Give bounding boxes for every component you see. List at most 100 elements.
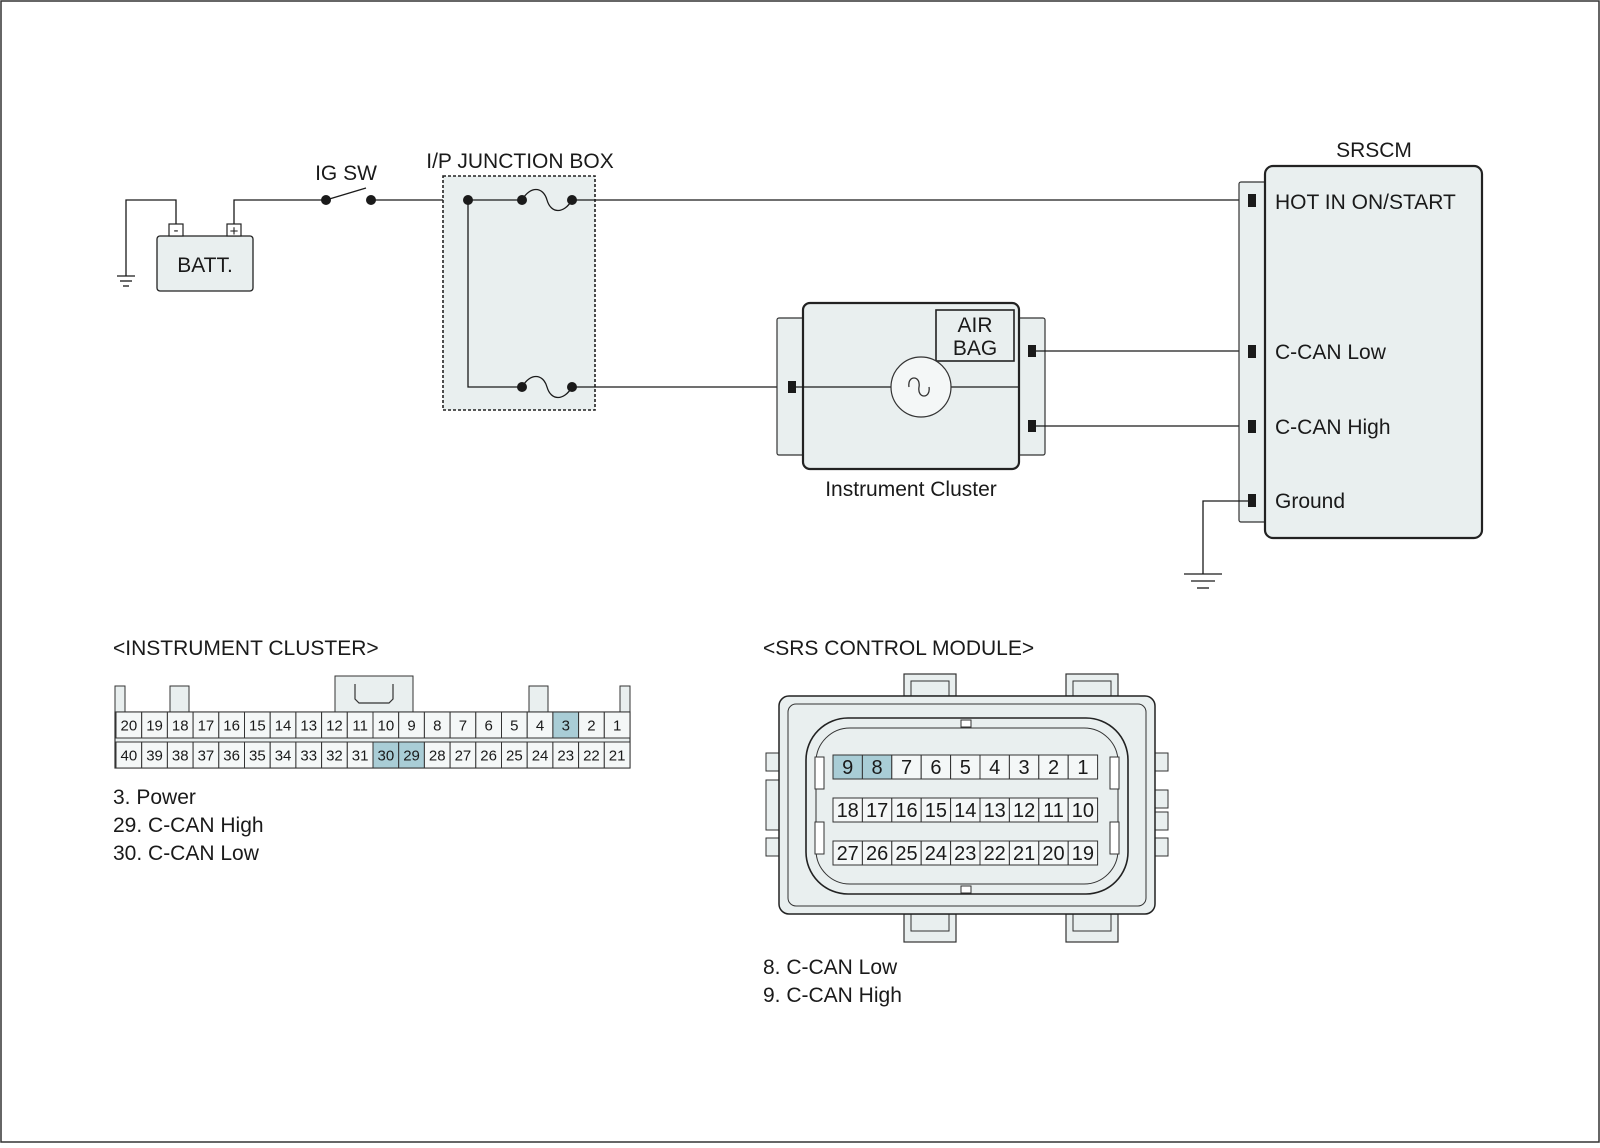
srs-pin-number: 7	[901, 757, 912, 779]
cluster-pin-number: 6	[484, 717, 492, 734]
srs-pin-number: 26	[866, 843, 888, 865]
cluster-pin-number: 11	[352, 717, 368, 734]
cluster-pin-cell	[372, 711, 400, 739]
srs-pin-cell	[950, 797, 981, 823]
srs-pin-number: 6	[930, 757, 941, 779]
cluster-pin-number: 38	[172, 747, 189, 764]
cluster-pin-cell	[603, 741, 631, 769]
cluster-pin-number: 28	[429, 747, 446, 764]
srscm-pin-c-can-low: C-CAN Low	[1275, 341, 1387, 364]
cluster-pin-number: 14	[275, 717, 292, 734]
cluster-pin-number: 1	[613, 717, 621, 734]
cluster-pin-cell	[398, 741, 425, 769]
cluster-pin-number: 30	[378, 747, 395, 764]
cluster-pin-cell	[218, 711, 246, 739]
srs-pin-number: 11	[1043, 800, 1064, 822]
srs-pin-number: 5	[960, 757, 971, 779]
srs-pin-cell	[861, 797, 893, 823]
srscm-pin-c-can-high: C-CAN High	[1275, 416, 1391, 439]
cluster-pin-number: 40	[121, 747, 138, 764]
srs-pin-number: 24	[925, 843, 947, 865]
srs-pin-cell	[1038, 797, 1069, 823]
srs-pin-cell	[861, 840, 893, 866]
srs-pin-cell	[979, 797, 1010, 823]
cluster-pin-cell	[552, 711, 580, 739]
ig-switch: IG SW	[315, 162, 377, 205]
cluster-pin-cell	[295, 741, 323, 769]
cluster-pin-number: 17	[198, 717, 215, 734]
srs-pin-cell	[1067, 840, 1099, 866]
cluster-pin-cell	[552, 741, 580, 769]
battery-ground-wire	[117, 199, 177, 287]
cluster-pin-number: 33	[300, 747, 317, 764]
cluster-pin-number: 32	[326, 747, 343, 764]
srs-pin-number: 14	[954, 800, 976, 822]
srs-connector-title: <SRS CONTROL MODULE>	[763, 637, 1034, 660]
cluster-pin-number: 15	[249, 717, 266, 734]
cluster-connector-title: <INSTRUMENT CLUSTER>	[113, 637, 379, 660]
srs-pin-number: 18	[837, 800, 859, 822]
fuse-bottom	[521, 375, 573, 399]
srs-pin-number: 1	[1077, 757, 1088, 779]
srs-note-2: 9. C-CAN High	[763, 984, 902, 1007]
cluster-pin-number: 8	[433, 717, 441, 734]
cluster-pin-number: 34	[275, 747, 292, 764]
srs-pin-cell	[920, 797, 952, 823]
cluster-pin-cell	[372, 741, 400, 769]
srs-pin-cell	[832, 754, 863, 780]
srs-pin-number: 2	[1048, 757, 1059, 779]
cluster-pin-cell	[501, 741, 528, 769]
cluster-pin-cell	[244, 711, 271, 739]
srscm-label: SRSCM	[1336, 139, 1412, 162]
cluster-pin-cell	[398, 711, 425, 739]
srs-pin-number: 3	[1019, 757, 1030, 779]
srs-pin-number: 27	[837, 843, 859, 865]
srs-pin-number: 23	[954, 843, 976, 865]
cluster-pin-cell	[269, 711, 297, 739]
srs-pin-cell	[979, 754, 1010, 780]
battery-plus-label: +	[230, 223, 239, 240]
srs-pin-cell	[1008, 797, 1040, 823]
cluster-pin-cell	[346, 711, 374, 739]
cluster-pin-number: 21	[609, 747, 626, 764]
srs-pin-cell	[1038, 840, 1069, 866]
cluster-pin-number: 4	[536, 717, 544, 734]
cluster-pin-number: 2	[587, 717, 595, 734]
cluster-pin-number: 9	[407, 717, 415, 734]
cluster-pin-number: 16	[223, 717, 240, 734]
cluster-pin-number: 37	[198, 747, 215, 764]
srscm-module: SRSCM HOT IN ON/START C-CAN Low C-CAN Hi…	[1238, 139, 1484, 540]
cluster-pin-number: 31	[352, 747, 369, 764]
srs-pin-number: 9	[842, 757, 853, 779]
srs-pin-number: 22	[984, 843, 1006, 865]
airbag-label-line2: BAG	[953, 337, 997, 360]
cluster-pin-number: 19	[146, 717, 163, 734]
cluster-pin-cell	[115, 741, 143, 769]
cluster-pin-number: 26	[480, 747, 497, 764]
srs-pin-cell	[1067, 797, 1099, 823]
battery-label: BATT.	[177, 254, 233, 277]
srs-pin-number: 8	[872, 757, 883, 779]
cluster-pin-number: 39	[146, 747, 163, 764]
srs-pin-cell	[1008, 840, 1040, 866]
srscm-pin-hot-in: HOT IN ON/START	[1275, 191, 1456, 214]
cluster-pin-number: 22	[583, 747, 600, 764]
cluster-note-3: 30. C-CAN Low	[113, 842, 260, 865]
junction-box-label: I/P JUNCTION BOX	[426, 150, 613, 173]
cluster-pin-cell	[603, 711, 631, 739]
cluster-pin-number: 29	[403, 747, 420, 764]
battery-positive-wire	[233, 187, 464, 224]
junction-internal-wire	[464, 199, 522, 388]
fuse-top	[521, 188, 573, 212]
cluster-pin-cell	[141, 711, 168, 739]
srs-pin-number: 21	[1013, 843, 1035, 865]
cluster-pin-number: 24	[532, 747, 549, 764]
srs-pin-number: 20	[1042, 843, 1064, 865]
cluster-pin-cell	[166, 711, 194, 739]
srs-pin-number: 25	[895, 843, 917, 865]
